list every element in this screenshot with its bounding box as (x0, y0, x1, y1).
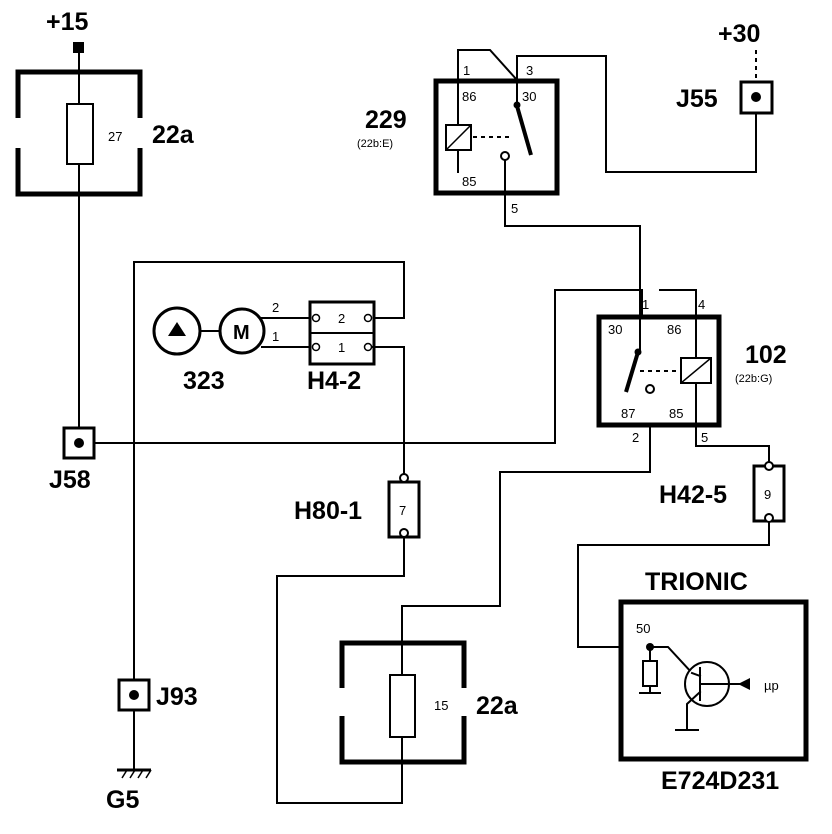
g5-label: G5 (106, 786, 139, 814)
fuse-bottom-element (389, 674, 416, 738)
relay-102-location: (22b:G) (735, 373, 772, 385)
fuse-top-number: 27 (108, 129, 122, 144)
plus15-supply: +15 (46, 8, 89, 53)
relay-102-pin-86: 86 (667, 322, 681, 337)
relay-102-pin-4: 4 (698, 297, 705, 312)
wire-h80-fuse (276, 536, 405, 804)
ground-symbol (117, 768, 152, 779)
trionic-input-label: µp (764, 678, 779, 693)
j55-connector: +30 J55 (676, 20, 774, 115)
relay-102-pin-30: 30 (608, 322, 622, 337)
pump-wire-2: 2 (272, 300, 279, 315)
fuse-bottom: 15 22a (339, 640, 519, 765)
relay-102-pin-2: 2 (632, 430, 639, 445)
relay-229-pin-30: 30 (522, 89, 536, 104)
plus30-label: +30 (718, 20, 760, 48)
relay-229-contact (500, 151, 510, 161)
h4-2-label: H4-2 (307, 367, 361, 395)
input-arrow-icon (738, 678, 750, 690)
trionic-ecu: TRIONIC 50 µp E724D231 (618, 568, 809, 795)
wire-j93-h42 (133, 261, 405, 681)
fuse-bottom-number: 15 (434, 698, 448, 713)
h80-1-connector: 7 H80-1 (294, 473, 421, 539)
relay-102-contact (645, 384, 655, 394)
j58-label: J58 (49, 466, 91, 494)
trionic-pin-50: 50 (636, 621, 650, 636)
relay-102-switch-arm (624, 351, 640, 393)
motor-symbol (218, 307, 266, 355)
relay-102-pin-85: 85 (669, 406, 683, 421)
h80-1-label: H80-1 (294, 497, 362, 525)
h4-2-connector: 2 1 H4-2 (307, 300, 376, 395)
h4-2-pin-1: 1 (338, 340, 345, 355)
wire-j58-relay102 (93, 289, 643, 444)
relay-102-pin-1: 1 (642, 297, 649, 312)
fuse-top: 27 22a (15, 69, 195, 197)
relay-102: 1 4 30 86 87 85 2 5 102 (22b:G) (596, 289, 787, 447)
trionic-code: E724D231 (661, 767, 779, 795)
pump-wire-1: 1 (272, 329, 279, 344)
relay-229-pin-85: 85 (462, 174, 476, 189)
trionic-resistor-ground (639, 685, 661, 694)
wire-229-pin1-pin3 (457, 49, 519, 82)
j58-dot (74, 438, 84, 448)
trionic-input-wire (649, 646, 694, 675)
relay-229-location: (22b:E) (357, 138, 393, 150)
plus15-terminal (73, 42, 84, 53)
pump-323: M 323 2 1 (152, 300, 317, 395)
relay-102-pin-5: 5 (701, 430, 708, 445)
relay-102-pin-87: 87 (621, 406, 635, 421)
fuse-bottom-location: 22a (476, 692, 519, 720)
j55-dot (751, 92, 761, 102)
h80-1-pin: 7 (399, 503, 406, 518)
trionic-resistor (642, 660, 658, 687)
relay-229-pin-86: 86 (462, 89, 476, 104)
relay-229-pin-5: 5 (511, 201, 518, 216)
pump-label: 323 (183, 367, 225, 395)
relay-102-label: 102 (745, 341, 787, 369)
trionic-label: TRIONIC (645, 568, 748, 596)
j93-dot (129, 690, 139, 700)
wire-h42-trionic (577, 521, 770, 648)
motor-label: M (233, 322, 250, 344)
wire-229-j55 (516, 55, 757, 173)
h4-2-pin-2: 2 (338, 311, 345, 326)
wire-fuse-relay102 (401, 389, 651, 676)
relay-229-label: 229 (365, 106, 407, 134)
wire-102-h42 (695, 445, 770, 463)
pump-arrow-icon (168, 322, 186, 336)
j93-connector: J93 (117, 678, 198, 712)
fuse-top-element (66, 103, 94, 165)
h42-5-connector: 9 H42-5 (659, 461, 786, 523)
wire-h4-h80 (371, 346, 405, 475)
j55-label: J55 (676, 85, 718, 113)
h42-5-label: H42-5 (659, 481, 727, 509)
transistor-emitter (686, 690, 702, 731)
relay-229: 1 3 86 30 85 5 229 (22b:E) (357, 49, 560, 216)
h42-5-box (752, 464, 786, 523)
fuse-top-location: 22a (152, 121, 195, 149)
j93-label: J93 (156, 683, 198, 711)
wire-229-relay102 (504, 159, 641, 317)
relay-229-pin-3: 3 (526, 63, 533, 78)
pump-wires (261, 317, 317, 348)
h42-5-pin: 9 (764, 487, 771, 502)
relay-229-switch-arm (515, 105, 533, 156)
plus15-label: +15 (46, 8, 89, 36)
j58-connector: J58 (49, 426, 96, 494)
relay-229-pin-1: 1 (463, 63, 470, 78)
